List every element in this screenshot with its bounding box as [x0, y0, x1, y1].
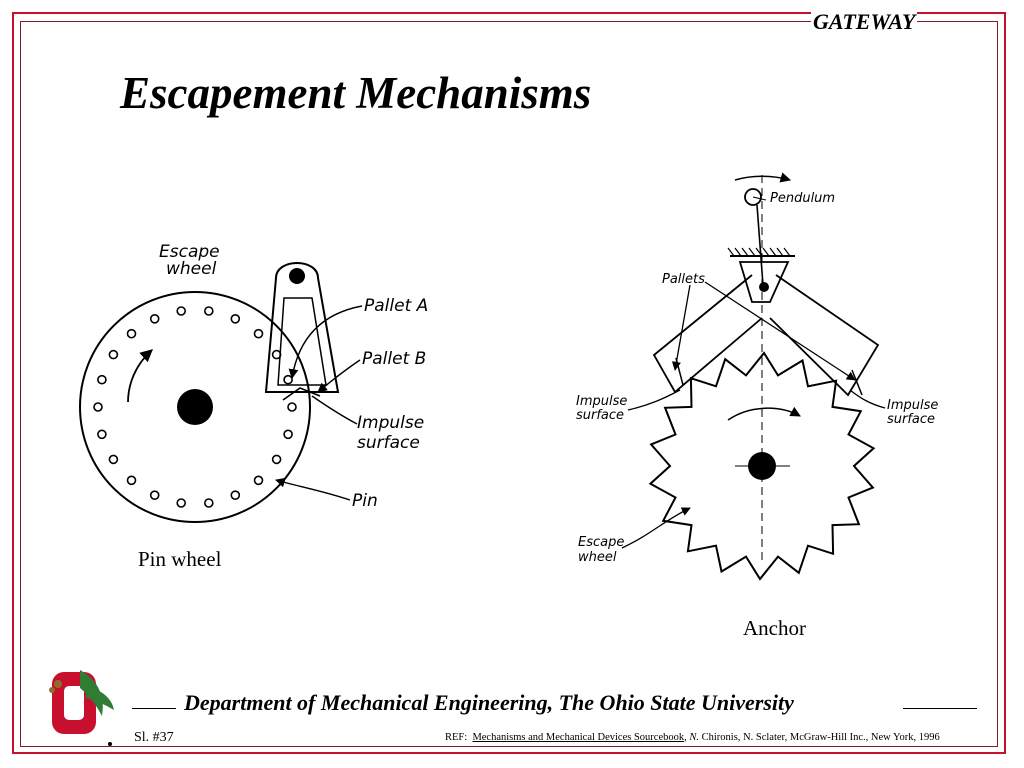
- wheel-pin: [149, 313, 160, 324]
- wheel-pin: [230, 313, 241, 324]
- ref-author-initial: N.: [689, 732, 700, 743]
- escape-wheel-label-line2: wheel: [166, 259, 217, 279]
- pendulum-bob: [744, 188, 762, 206]
- ref-prefix: REF:: [445, 732, 468, 743]
- ceiling-hatch: [741, 247, 749, 257]
- pin-wheel-caption: Pin wheel: [138, 547, 222, 571]
- wheel-pin: [204, 498, 214, 508]
- impulse-right-label-line1: Impulse: [887, 398, 938, 413]
- wheel-pin: [97, 374, 107, 385]
- anchor-rotation-arrow: [727, 406, 801, 421]
- department-name: Department of Mechanical Engineering, Th…: [184, 690, 794, 715]
- wheel-pin: [271, 454, 282, 465]
- wheel-pin: [93, 402, 103, 412]
- ceiling-hatch: [727, 247, 735, 257]
- wheel-pin: [97, 429, 107, 440]
- pin-label: Pin: [352, 491, 378, 511]
- wheel-pin: [149, 490, 160, 501]
- pallet-b-leader: [317, 359, 361, 393]
- wheel-pin: [230, 490, 241, 501]
- impulse-left-label-line2: surface: [576, 408, 624, 423]
- impulse-left-label-line1: Impulse: [576, 394, 627, 409]
- slide-title: Escapement Mechanisms: [120, 68, 592, 118]
- impulse-surface-label-line2: surface: [357, 433, 420, 453]
- wheel-pin: [253, 328, 264, 339]
- wheel-pin: [283, 374, 293, 385]
- pallets-leader-2: [704, 281, 856, 381]
- anchor-body: [738, 261, 790, 303]
- footer-rule-left: [132, 708, 176, 709]
- slide-frame-outer: [12, 12, 1006, 754]
- pin-wheel-hub: [177, 389, 213, 425]
- escape-wheel-label-line1: Escape: [159, 242, 220, 262]
- reference-citation: REF: Mechanisms and Mechanical Devices S…: [445, 732, 940, 743]
- wheel-pin: [204, 306, 214, 316]
- ref-book-title[interactable]: Mechanisms and Mechanical Devices Source…: [472, 732, 685, 743]
- anchor-left-arm: [652, 274, 763, 394]
- pallet-arm: [264, 262, 340, 401]
- pin-ring: [93, 306, 297, 508]
- wheel-pin: [253, 475, 264, 486]
- ceiling-hatch: [776, 247, 784, 257]
- ohio-state-logo-icon: [49, 670, 114, 746]
- wheel-pin: [108, 349, 119, 360]
- footer-rule-right: [903, 708, 977, 709]
- escape-wheel-leader: [621, 507, 691, 549]
- anchor-escape-wheel: [648, 351, 876, 581]
- ref-rest: Chironis, N. Sclater, McGraw-Hill Inc., …: [701, 732, 940, 743]
- wheel-pin: [176, 498, 186, 508]
- wheel-pin: [126, 475, 137, 486]
- pin-wheel-disk: [79, 291, 311, 523]
- wheel-pin: [108, 454, 119, 465]
- pallet-a-leader: [288, 305, 363, 379]
- slide-frame-inner: [20, 21, 998, 747]
- pallets-leader-1: [671, 284, 691, 371]
- anchor-escape-wheel-label-line2: wheel: [578, 550, 617, 565]
- pin-leader: [275, 477, 351, 501]
- impulse-surface-label-line1: Impulse: [357, 413, 424, 433]
- ceiling-hatch: [783, 247, 791, 257]
- impulse-right-label-line2: surface: [887, 412, 935, 427]
- anchor-diagram: [621, 172, 886, 581]
- pendulum-swing-arrow: [734, 172, 792, 183]
- ceiling-hatch: [755, 247, 763, 257]
- anchor-escape-wheel-label-line1: Escape: [578, 535, 624, 550]
- wheel-pin: [126, 328, 137, 339]
- ceiling-hatch: [748, 247, 756, 257]
- gateway-brand: GATEWAY: [811, 9, 918, 34]
- wheel-pin: [287, 402, 297, 412]
- impulse-right-leader: [849, 389, 886, 409]
- anchor-right-arm: [769, 274, 880, 397]
- pendulum-label: Pendulum: [770, 191, 835, 206]
- impulse-left-leader: [627, 389, 681, 411]
- pallet-b-label: Pallet B: [362, 349, 426, 369]
- pallet-a-label: Pallet A: [364, 296, 428, 316]
- pin-wheel-diagram: [79, 262, 363, 523]
- ceiling-hatch: [734, 247, 742, 257]
- wheel-pin: [176, 306, 186, 316]
- pendulum-leader: [752, 196, 767, 201]
- anchor-caption: Anchor: [743, 616, 806, 640]
- pallets-label: Pallets: [662, 272, 705, 287]
- ceiling-hatch: [769, 247, 777, 257]
- wheel-pin: [283, 429, 293, 440]
- slide-number: Sl. #37: [134, 730, 174, 745]
- ceiling-hatch: [762, 247, 770, 257]
- impulse-leader: [311, 395, 358, 425]
- rotation-arrow: [127, 349, 153, 403]
